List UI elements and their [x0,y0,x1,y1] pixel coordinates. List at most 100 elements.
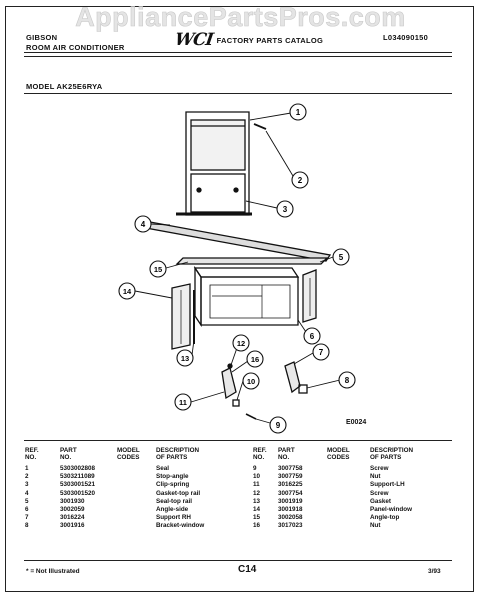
leader-16 [231,360,249,373]
cell-part: 3001916 [60,522,85,530]
svg-text:7: 7 [319,348,324,357]
leader-1 [249,112,292,121]
header-description: DESCRIPTION [156,447,200,454]
svg-text:6: 6 [310,332,315,341]
cell-ref: 5 [25,497,29,505]
header-ref-no: NO. [253,454,265,461]
callout-11: 11 [174,393,192,411]
callout-circles: 1 2 3 4 5 15 14 6 13 12 16 7 11 10 8 9 [118,103,356,434]
cell-model [327,522,370,530]
cell-model [327,506,370,514]
window-lower-pane [190,173,246,213]
callout-12: 12 [232,334,250,352]
callout-10: 10 [242,372,260,390]
cabinet-assembly [193,265,300,328]
cell-ref: 8 [25,522,29,530]
page-border [5,6,474,592]
cell-ref: 16 [253,522,261,530]
cell-desc: Nut [370,473,381,481]
cell-model [117,481,156,489]
svg-text:8: 8 [345,376,350,385]
clip-spring-left [196,187,202,193]
leader-13 [191,339,195,356]
cell-part: 3007758 [278,465,303,472]
callout-4: 4 [134,215,152,233]
callout-8: 8 [338,371,356,389]
cell-part: 5303211089 [60,473,95,481]
cabinet-top [193,267,300,278]
stop-angle-part [253,123,267,130]
callout-14: 14 [118,282,136,300]
figure-code: E0024 [346,419,367,426]
header-model: MODEL [117,447,140,454]
cell-model [327,481,370,489]
svg-text:2: 2 [298,176,303,185]
callout-16: 16 [246,350,264,368]
leader-7 [293,352,314,365]
cell-desc: Screw [370,489,389,497]
cell-part: 3002058 [278,514,303,522]
cell-part: 3002059 [60,506,85,514]
cell-ref: 14 [253,506,261,514]
cell-desc: Panel-window [370,506,412,514]
leader-6 [297,319,307,333]
support-lh-part [221,367,237,400]
svg-text:4: 4 [141,220,146,229]
callout-2: 2 [291,171,309,189]
footer-rule [24,560,452,561]
model-number: MODEL AK25E6RYA [26,82,103,91]
header-description: DESCRIPTION [370,447,414,454]
callout-1: 1 [289,103,307,121]
header-model: MODEL [327,447,350,454]
cell-desc: Angle-side [156,506,189,514]
leader-9 [255,418,271,424]
cell-model [327,490,370,498]
callout-7: 7 [312,343,330,361]
cell-part: 3001919 [278,497,303,505]
svg-text:10: 10 [247,377,255,386]
leader-14 [134,290,173,299]
cell-ref: 6 [25,506,29,514]
header-part-no: NO. [278,454,290,461]
header-part: PART [60,447,77,454]
revision-date: 3/93 [428,568,441,575]
svg-text:16: 16 [251,355,259,364]
cell-ref: 12 [253,489,261,497]
leader-3 [245,200,278,209]
cell-desc: Screw [370,465,389,472]
cell-desc: Gasket-top rail [156,489,201,497]
cell-part: 5303001521 [60,481,96,489]
cell-desc: Seal-top rail [156,497,193,505]
header-center: WCI FACTORY PARTS CATALOG [174,30,323,50]
cell-ref: 1 [25,465,29,472]
exploded-parts-diagram: 1 2 3 4 5 15 14 6 13 12 16 7 11 10 8 9 [118,103,356,434]
cell-ref: 11 [253,481,260,489]
leader-5 [319,256,334,263]
cell-part: 3007759 [278,473,303,481]
cell-part: 3016225 [278,481,303,489]
cell-ref: 2 [25,473,29,481]
cell-ref: 4 [25,489,29,497]
gasket-top-rail-part [144,221,332,262]
cell-desc: Angle-top [370,514,400,522]
header-ref-no: NO. [25,454,37,461]
header-part: PART [278,447,295,454]
watermark-text: AppliancePartsPros.com [75,2,406,33]
callout-15: 15 [149,260,167,278]
cell-desc: Bracket-window [156,522,205,530]
model-rule [24,93,452,94]
